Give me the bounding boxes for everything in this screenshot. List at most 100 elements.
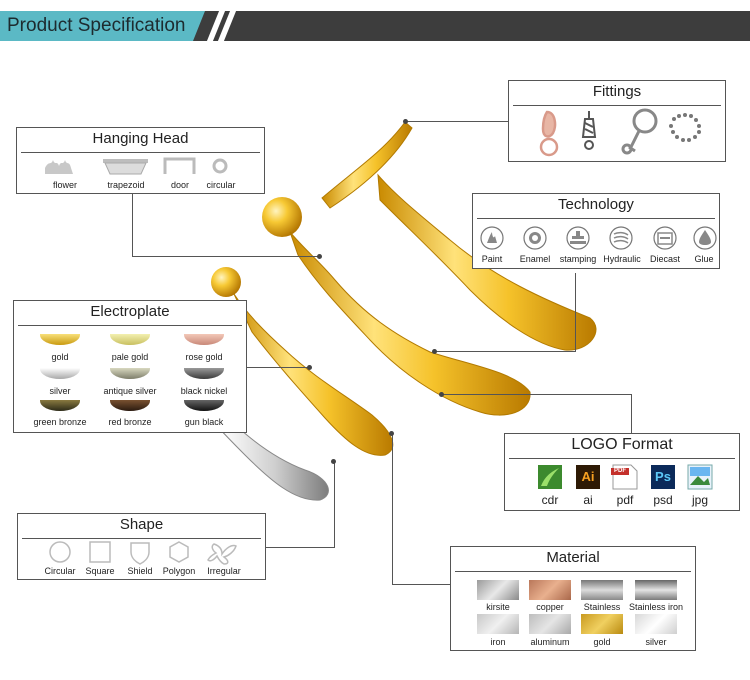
divider	[22, 538, 261, 539]
kirsite-swatch	[477, 580, 519, 600]
hanging-head-title: Hanging Head	[92, 130, 189, 147]
technology-icons	[480, 226, 717, 250]
technology-panel: Technology Paint Enamel stamping Hydraul…	[472, 193, 720, 269]
iron-swatch	[477, 614, 519, 634]
electroplate-label: antique silver	[103, 386, 157, 396]
fittings-title: Fittings	[592, 83, 642, 100]
circular-shape-icon	[49, 541, 71, 563]
flower-icon	[45, 160, 73, 174]
material-label: Stainless	[583, 602, 621, 612]
divider	[509, 458, 735, 459]
hanging-head-icons	[45, 157, 228, 175]
circular-icon	[212, 158, 228, 174]
connector-line	[435, 351, 576, 352]
jpg-icon	[687, 464, 713, 490]
divider	[477, 218, 715, 219]
ai-icon-text: Ai	[581, 469, 595, 484]
technology-label: stamping	[559, 254, 597, 264]
technology-label: Paint	[481, 254, 503, 264]
hanging-head-label: trapezoid	[107, 180, 145, 190]
material-title: Material	[546, 549, 600, 566]
swivel-hook-icon	[581, 111, 597, 150]
shape-label: Shield	[127, 566, 153, 576]
cdr-icon	[538, 465, 562, 489]
connector-line	[631, 394, 632, 433]
connector-line	[442, 394, 632, 395]
stainless-iron-swatch	[635, 580, 677, 600]
key-ring-icon	[621, 108, 658, 155]
hanging-head-label: circular	[206, 180, 236, 190]
hanging-head-label: door	[170, 180, 189, 190]
connector-line	[334, 462, 335, 548]
electroplate-panel: Electroplate gold pale gold rose gold si…	[13, 300, 247, 433]
silver-swatch	[635, 614, 677, 634]
fittings-icons	[539, 108, 701, 157]
connector-dot	[331, 459, 336, 464]
electroplate-label: gun black	[184, 417, 224, 427]
divider	[513, 105, 721, 106]
connector-dot	[389, 431, 394, 436]
ball-chain-icon	[669, 113, 701, 142]
ball-wand-tool	[262, 197, 531, 416]
aluminum-swatch	[529, 614, 571, 634]
fittings-panel: Fittings	[508, 80, 726, 162]
shape-label: Polygon	[162, 566, 196, 576]
technology-label: Diecast	[649, 254, 680, 264]
electroplate-title: Electroplate	[90, 303, 170, 320]
connector-dot	[307, 365, 312, 370]
material-label: silver	[645, 637, 667, 647]
pdf-icon-text: PDF	[614, 468, 626, 474]
material-panel: Material kirsite copper Stainless Stainl…	[450, 546, 696, 651]
electroplate-label: green bronze	[33, 417, 87, 427]
technology-label: Enamel	[519, 254, 551, 264]
page-title: Product Specification	[7, 15, 186, 36]
logo-format-label: psd	[653, 493, 673, 507]
pdf-icon	[611, 464, 638, 490]
shape-label: Square	[85, 566, 115, 576]
shape-title: Shape	[119, 516, 164, 533]
divider	[455, 571, 691, 572]
shape-label: Circular	[44, 566, 76, 576]
trapezoid-icon	[103, 159, 148, 175]
connector-line	[392, 584, 450, 585]
connector-dot	[317, 254, 322, 259]
polygon-shape-icon	[169, 541, 189, 563]
stainless-swatch	[581, 580, 623, 600]
logo-format-label: cdr	[541, 493, 559, 507]
logo-format-label: pdf	[616, 493, 634, 507]
shape-label: Irregular	[207, 566, 241, 576]
connector-line	[264, 547, 335, 548]
red-bronze-plate-swatch	[110, 400, 150, 411]
door-icon	[163, 157, 196, 174]
electroplate-label: gold	[51, 352, 69, 362]
electroplate-label: silver	[49, 386, 71, 396]
material-label: gold	[593, 637, 611, 647]
gun-black-plate-swatch	[184, 400, 224, 411]
silver-plate-swatch	[40, 368, 80, 379]
electroplate-label: red bronze	[108, 417, 152, 427]
material-label: aluminum	[530, 637, 570, 647]
shape-icons	[49, 541, 237, 565]
antique-silver-plate-swatch	[110, 368, 150, 379]
black-nickel-plate-swatch	[184, 368, 224, 379]
logo-format-icons	[538, 464, 713, 490]
logo-format-label: jpg	[691, 493, 708, 507]
rose-gold-plate-swatch	[184, 334, 224, 345]
hanging-head-label: flower	[52, 180, 77, 190]
ai-icon	[576, 465, 600, 489]
connector-line	[132, 193, 133, 257]
gold-swatch	[581, 614, 623, 634]
hydraulic-icon	[609, 226, 633, 250]
logo-format-panel: LOGO Format Ai Ps PDF cdr ai pdf psd jpg	[504, 433, 740, 511]
connector-line	[575, 273, 576, 352]
material-label: copper	[536, 602, 564, 612]
material-label: kirsite	[486, 602, 510, 612]
logo-format-label: ai	[583, 493, 593, 507]
t-shape-tool	[321, 121, 597, 351]
divider	[21, 152, 260, 153]
connector-dot	[403, 119, 408, 124]
green-bronze-plate-swatch	[40, 400, 80, 411]
electroplate-label: rose gold	[185, 352, 223, 362]
technology-label: Hydraulic	[603, 254, 641, 264]
shield-shape-icon	[130, 542, 150, 565]
